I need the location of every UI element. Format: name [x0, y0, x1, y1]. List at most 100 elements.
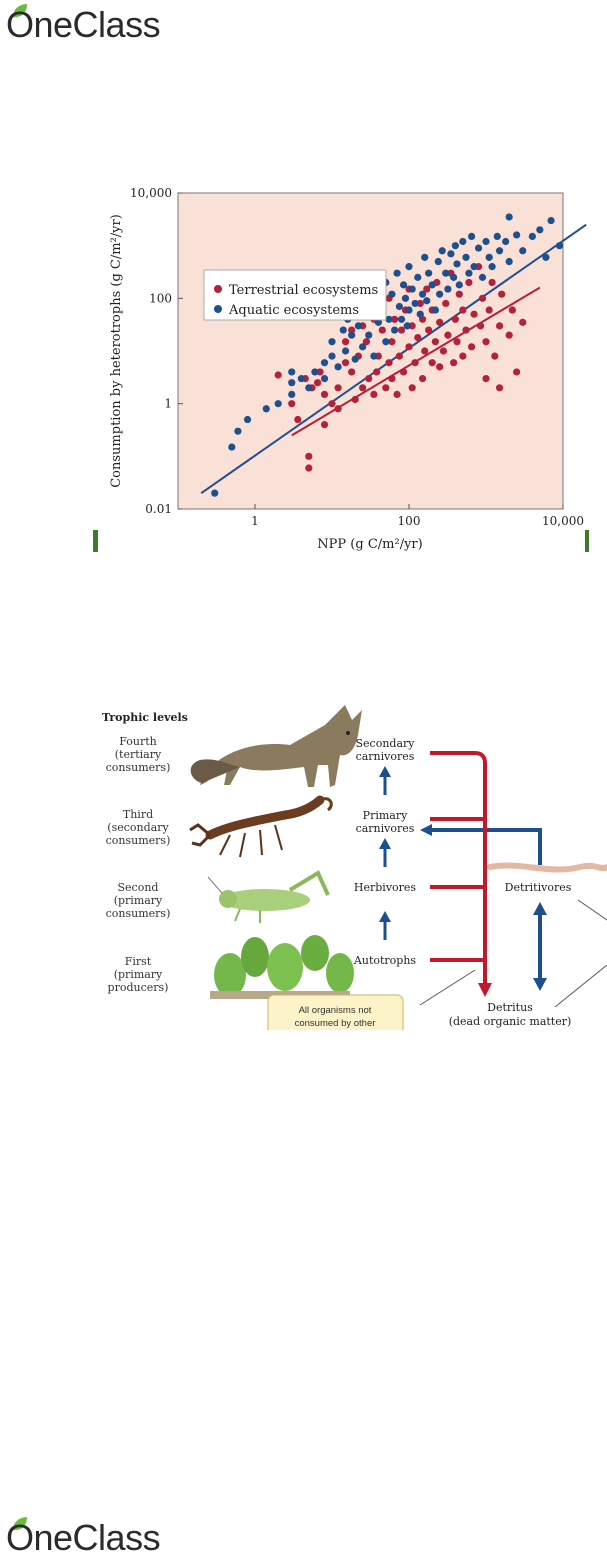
data-point	[408, 285, 416, 293]
data-point	[288, 400, 296, 408]
data-point	[328, 352, 336, 360]
data-point	[505, 257, 513, 266]
group-secondary-carnivores-2: carnivores	[356, 750, 415, 763]
data-point	[451, 242, 459, 250]
group-secondary-carnivores-1: Secondary	[356, 737, 416, 750]
data-point	[385, 315, 393, 323]
data-point	[234, 427, 242, 435]
data-point	[228, 443, 236, 451]
data-point	[513, 368, 521, 376]
data-point	[467, 343, 476, 351]
data-point	[519, 318, 527, 326]
level-second-sub-2: consumers)	[106, 907, 171, 920]
data-point	[341, 347, 350, 355]
data-point	[297, 374, 305, 383]
data-point	[462, 253, 470, 261]
data-point	[370, 390, 378, 398]
data-point	[405, 306, 413, 314]
data-point	[390, 315, 399, 323]
data-point	[451, 315, 459, 323]
data-point	[493, 232, 501, 240]
data-point	[459, 306, 467, 314]
data-point	[359, 343, 367, 351]
data-point	[505, 213, 513, 221]
data-point	[373, 368, 381, 376]
data-point	[382, 384, 390, 392]
data-point	[388, 338, 396, 346]
data-point	[431, 306, 439, 314]
data-point	[408, 384, 416, 392]
data-point	[482, 338, 490, 346]
data-point	[320, 421, 329, 429]
data-point	[513, 231, 521, 239]
chart-legend: Terrestrial ecosystems Aquatic ecosystem…	[203, 269, 387, 321]
data-point	[395, 352, 403, 360]
data-point	[339, 326, 347, 334]
data-point	[508, 306, 516, 314]
data-point	[478, 273, 487, 281]
data-point	[485, 253, 493, 261]
data-point	[462, 326, 470, 334]
data-point	[395, 302, 403, 311]
data-point	[423, 297, 431, 305]
data-point	[470, 310, 478, 318]
group-primary-carnivores-2: carnivores	[356, 822, 415, 835]
data-point	[370, 352, 378, 360]
data-point	[498, 290, 506, 298]
data-point	[351, 355, 359, 363]
data-point	[320, 359, 329, 367]
level-first-sub-2: producers)	[108, 981, 169, 994]
data-point	[438, 247, 446, 255]
data-point	[482, 374, 490, 383]
data-point	[334, 405, 342, 413]
data-point	[488, 278, 496, 287]
x-tick-label: 10,000	[542, 514, 584, 528]
data-point	[274, 371, 282, 379]
data-point	[455, 281, 463, 289]
data-point	[401, 294, 410, 302]
callout-lines	[419, 899, 607, 1008]
edge-marker-right	[585, 530, 589, 552]
data-point	[393, 269, 401, 277]
data-point	[421, 347, 429, 355]
data-point	[453, 260, 461, 268]
data-point	[348, 331, 356, 339]
data-point	[495, 247, 504, 255]
data-point	[502, 237, 510, 246]
data-point	[399, 281, 408, 289]
data-point	[385, 359, 393, 367]
data-point	[405, 343, 413, 351]
legend-marker-terrestrial	[214, 285, 222, 293]
data-point	[411, 299, 419, 308]
data-point	[288, 368, 296, 376]
data-point	[382, 338, 390, 346]
data-point	[294, 415, 302, 424]
trophic-levels-diagram: Trophic levels Fourth (tertiary consumer…	[90, 695, 607, 1030]
data-point	[474, 244, 483, 252]
data-point	[436, 318, 444, 326]
data-point	[555, 242, 564, 250]
energy-flow-arrows-blue	[379, 766, 547, 991]
data-point	[436, 363, 444, 371]
data-point	[305, 384, 313, 392]
y-tick-label: 0.01	[145, 502, 172, 516]
group-autotrophs: Autotrophs	[353, 954, 416, 967]
x-axis-label: NPP (g C/m²/yr)	[317, 537, 422, 552]
y-tick-label: 1	[164, 397, 172, 411]
data-point	[388, 290, 396, 298]
fit-line-1	[200, 223, 587, 494]
data-point	[414, 273, 422, 281]
level-fourth-name: Fourth	[119, 735, 157, 748]
legend-label-terrestrial: Terrestrial ecosystems	[229, 283, 378, 298]
level-first-name: First	[125, 955, 152, 968]
leaf-icon	[13, 4, 27, 18]
level-third-sub-2: consumers)	[106, 834, 171, 847]
detritivores-label: Detritivores	[505, 881, 572, 894]
data-point	[320, 374, 329, 383]
data-point	[288, 379, 296, 387]
x-tick-label: 1	[251, 514, 259, 528]
data-point	[431, 338, 439, 346]
plot-area	[177, 192, 564, 510]
group-primary-carnivores-1: Primary	[363, 809, 408, 822]
